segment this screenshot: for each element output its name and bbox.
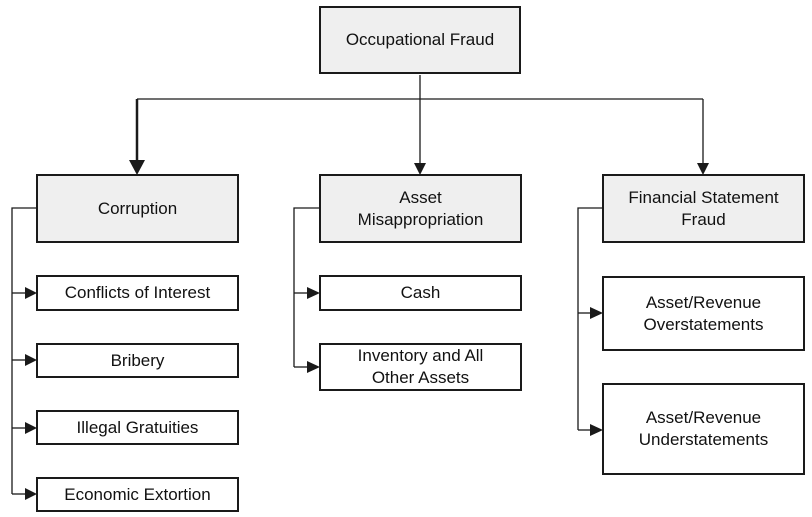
node-inventory-and-other-assets: Inventory and All Other Assets bbox=[319, 343, 522, 391]
category-financial-statement-fraud: Financial Statement Fraud bbox=[602, 174, 805, 243]
category-label: Financial Statement Fraud bbox=[628, 187, 779, 229]
arrowhead-overstatements bbox=[590, 307, 603, 319]
category-asset-misappropriation: Asset Misappropriation bbox=[319, 174, 522, 243]
node-label: Asset/Revenue Understatements bbox=[638, 408, 769, 449]
node-asset-revenue-overstatements: Asset/Revenue Overstatements bbox=[602, 276, 805, 351]
node-label: Economic Extortion bbox=[64, 484, 211, 504]
arrowhead-corruption bbox=[129, 160, 145, 175]
node-bribery: Bribery bbox=[36, 343, 239, 378]
node-conflicts-of-interest: Conflicts of Interest bbox=[36, 275, 239, 311]
arrowhead-inventory bbox=[307, 361, 320, 373]
arrowhead-conflicts bbox=[25, 287, 37, 299]
node-economic-extortion: Economic Extortion bbox=[36, 477, 239, 512]
arrowhead-financial-statement-fraud bbox=[697, 163, 709, 175]
arrowhead-gratuities bbox=[25, 422, 37, 434]
arrowhead-understatements bbox=[590, 424, 603, 436]
arrowhead-cash bbox=[307, 287, 320, 299]
node-label: Asset/Revenue Overstatements bbox=[643, 292, 764, 334]
arrowhead-asset-misappropriation bbox=[414, 163, 426, 175]
node-label: Cash bbox=[400, 283, 441, 302]
root-label: Occupational Fraud bbox=[345, 30, 495, 49]
node-label: Inventory and All Other Assets bbox=[357, 346, 484, 387]
node-illegal-gratuities: Illegal Gratuities bbox=[36, 410, 239, 445]
node-label: Illegal Gratuities bbox=[76, 417, 199, 437]
arrowhead-bribery bbox=[25, 354, 37, 366]
node-label: Conflicts of Interest bbox=[64, 283, 211, 302]
node-cash: Cash bbox=[319, 275, 522, 311]
arrowhead-extortion bbox=[25, 488, 37, 500]
root-node: Occupational Fraud bbox=[319, 6, 521, 74]
category-corruption: Corruption bbox=[36, 174, 239, 243]
node-asset-revenue-understatements: Asset/Revenue Understatements bbox=[602, 383, 805, 475]
category-label: Corruption bbox=[97, 198, 178, 218]
category-label: Asset Misappropriation bbox=[357, 187, 484, 229]
node-label: Bribery bbox=[110, 350, 165, 370]
